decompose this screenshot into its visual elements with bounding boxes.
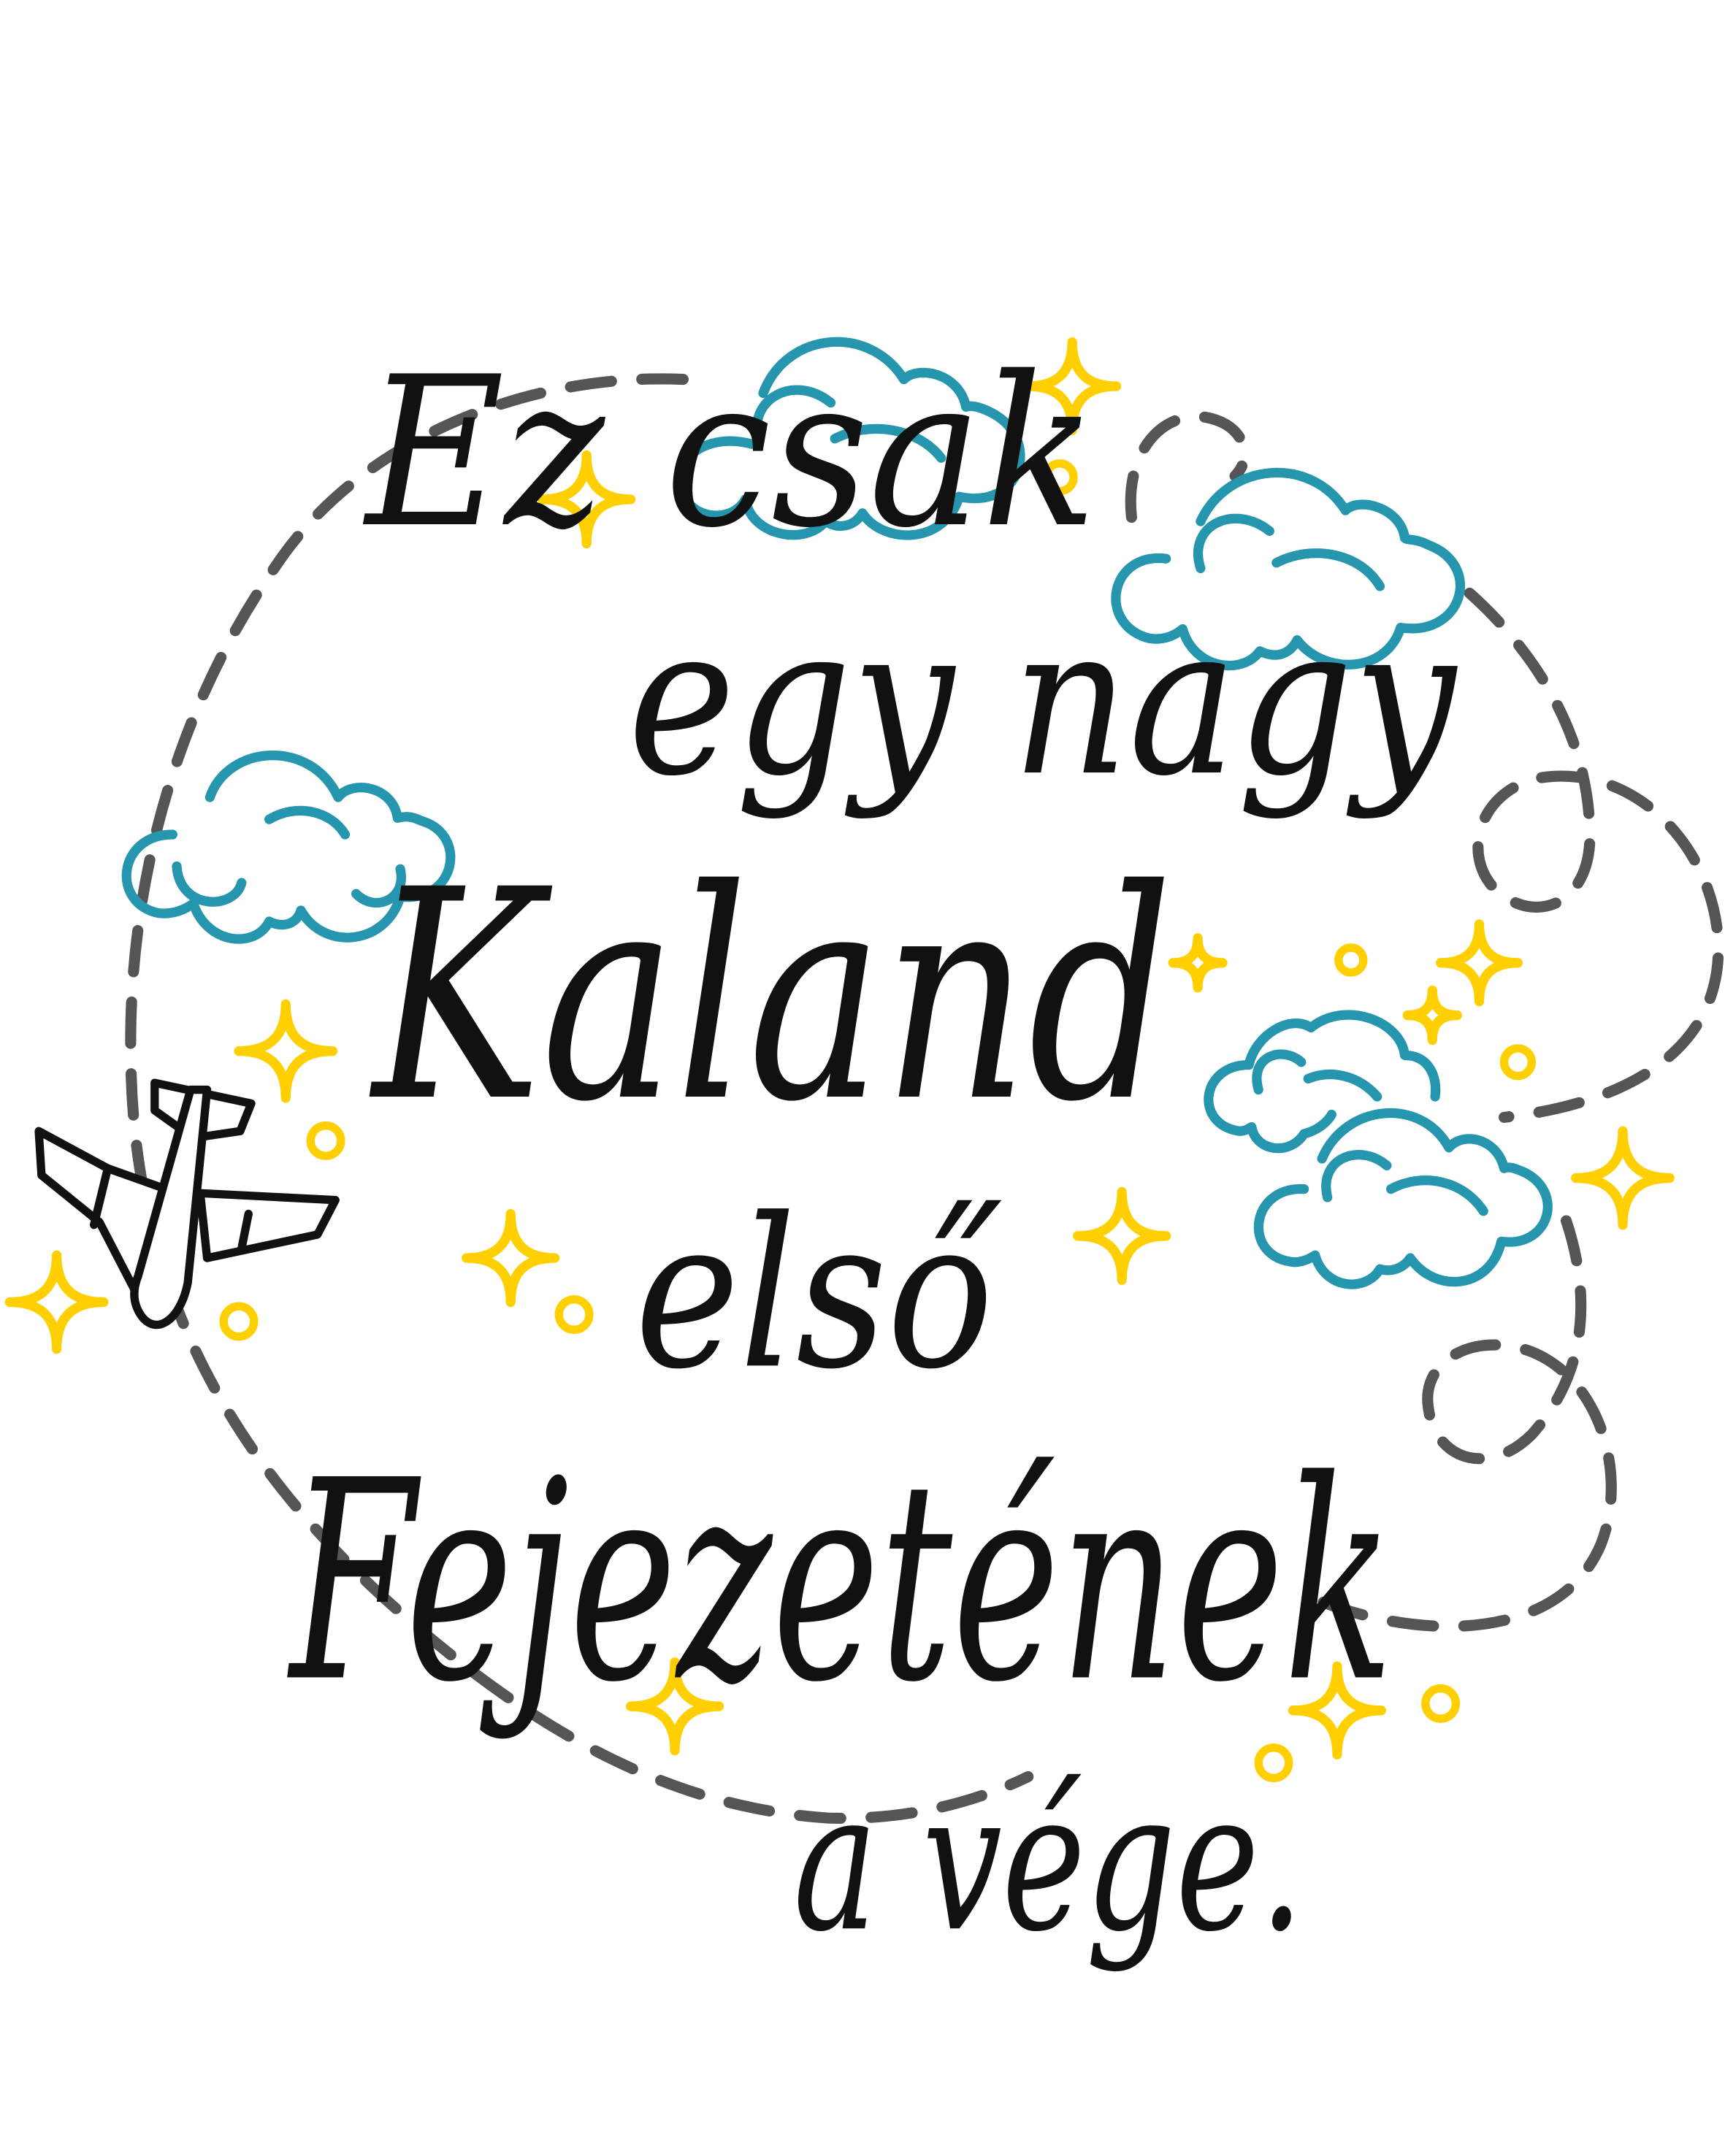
dot-icons [219, 459, 1536, 1782]
lettering-line-5: Fejezetének [287, 1422, 1393, 1743]
sparkle-icon [1023, 337, 1122, 436]
sparkle-icons [4, 337, 1675, 1760]
dashed-flight-loop [1125, 411, 1724, 1633]
airplane-icon [34, 1078, 340, 1330]
cloud-icon [121, 751, 456, 944]
lettering-line-6: a vége. [794, 1749, 1304, 1974]
sparkle-icon [4, 1250, 109, 1354]
lettering-line-1: Ez csak [363, 332, 1097, 573]
sparkle-icon [625, 1657, 724, 1756]
sparkle-icon [1571, 1126, 1675, 1230]
sparkle-icon [538, 450, 636, 549]
cloud-icon [1204, 1010, 1441, 1154]
sparkle-icon [462, 1208, 560, 1308]
sparkle-icon [1402, 985, 1462, 1046]
sparkle-icon [1436, 919, 1523, 1007]
lettering-line-2: egy nagy [628, 580, 1458, 821]
sparkle-icon [1168, 933, 1228, 993]
cloud-icon [1253, 1108, 1553, 1289]
sparkle-icon [1288, 1661, 1386, 1760]
lettering-line-4: első [635, 1173, 1003, 1414]
cloud-icon [673, 337, 1025, 540]
dashed-flight-path [125, 373, 1034, 1825]
sparkle-icon [1073, 1186, 1171, 1285]
lettering: Ez csak egy nagy Kaland első Fejezetének… [287, 332, 1458, 1974]
lettering-line-3: Kaland [369, 828, 1173, 1165]
sparkle-icon [234, 999, 338, 1103]
cloud-icon [1111, 467, 1466, 671]
